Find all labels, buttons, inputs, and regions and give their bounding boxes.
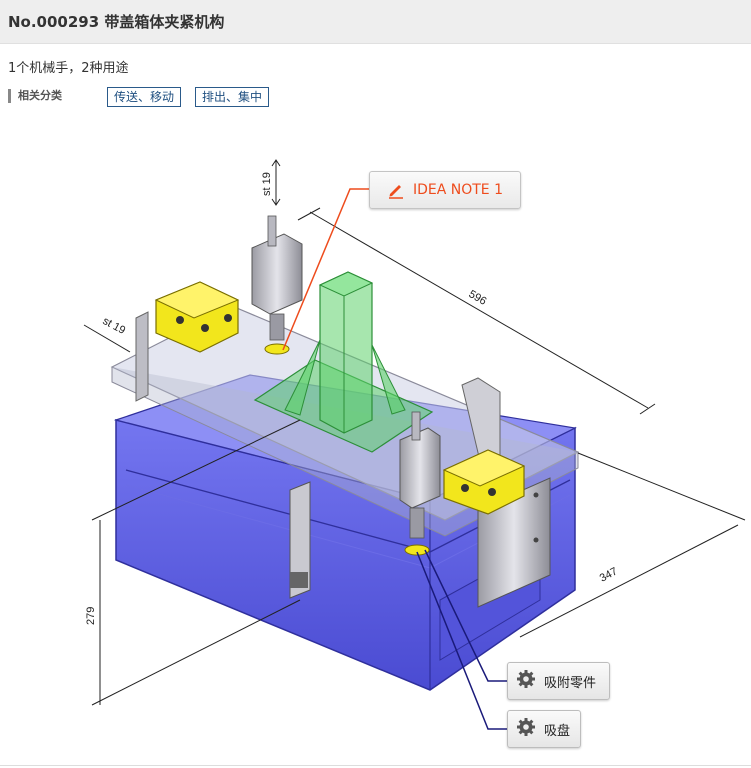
dim-width: 347 [598, 565, 620, 584]
idea-note-label: IDEA NOTE 1 [412, 182, 504, 198]
dimension-lines [83, 159, 746, 706]
dim-stroke-left: st 19 [101, 315, 128, 337]
cylinder-left [251, 215, 303, 355]
category-tag-transfer[interactable]: 传送、移动 [107, 87, 182, 107]
gripper-right [442, 449, 526, 515]
front-latch [289, 481, 311, 599]
category-label: 相关分类 [8, 89, 62, 103]
idea-note-button[interactable]: IDEA NOTE 1 [369, 171, 521, 209]
gear-icon [516, 669, 536, 693]
suction-part-label: 吸附零件 [544, 675, 597, 691]
title-bar: No.000293 带盖箱体夹紧机构 [0, 0, 751, 44]
category-tag-discharge[interactable]: 排出、集中 [195, 87, 270, 107]
cylinder-right [399, 411, 441, 556]
divider [0, 765, 751, 766]
green-fixture [253, 271, 434, 453]
dim-height: 279 [85, 607, 97, 625]
gripper-left [154, 281, 240, 353]
suction-cup-label: 吸盘 [544, 723, 571, 739]
pencil-icon [387, 181, 405, 199]
suction-part-button[interactable]: 吸附零件 [507, 662, 610, 700]
page-title: No.000293 带盖箱体夹紧机构 [8, 13, 225, 31]
dim-stroke-top: st 19 [261, 172, 273, 196]
mechanism-illustration: st 19 st 19 596 347 279 [83, 159, 746, 730]
gear-icon [516, 717, 536, 741]
page-description: 1个机械手，2种用途 [8, 61, 129, 76]
leader-lines [282, 188, 507, 730]
left-clamp-plate [135, 311, 149, 402]
suction-cup-button[interactable]: 吸盘 [507, 710, 581, 748]
